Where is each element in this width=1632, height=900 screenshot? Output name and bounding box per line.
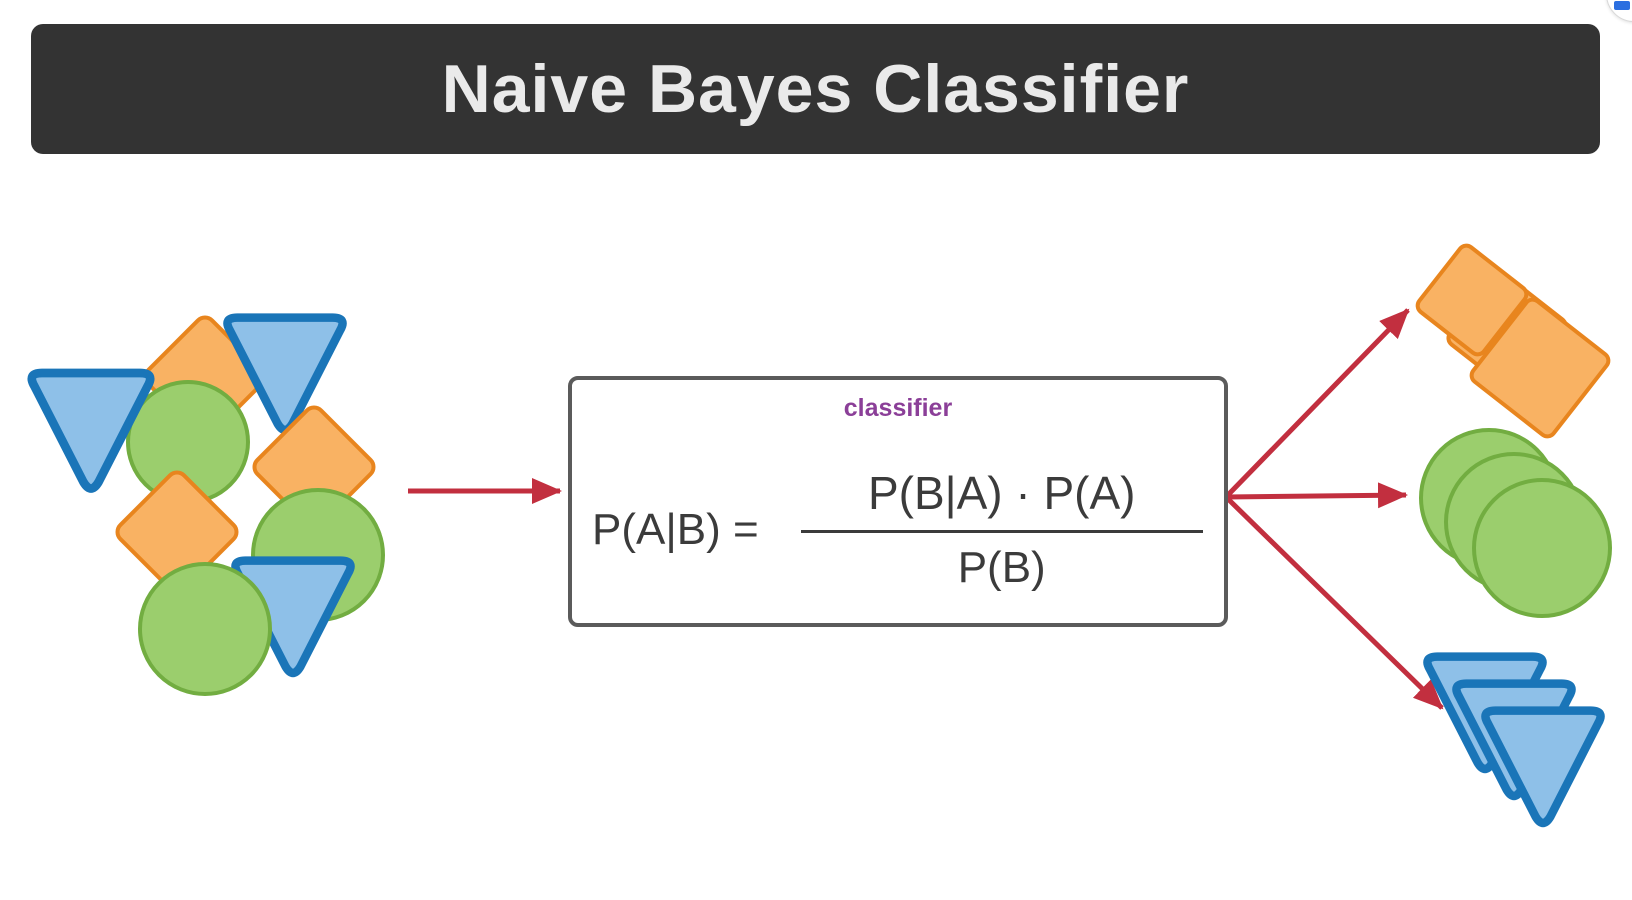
page-title: Naive Bayes Classifier: [441, 51, 1190, 127]
title-bar: Naive Bayes Classifier: [31, 24, 1600, 154]
blue-triangle-icon: [27, 368, 155, 493]
classifier-label: classifier: [843, 394, 953, 422]
arrow-to-circles: [1225, 482, 1408, 509]
bayes-formula: P(A|B) = P(B|A) · P(A) P(B): [592, 466, 1203, 593]
fraction-bar: [800, 530, 1203, 533]
green-circle-icon: [1472, 478, 1612, 618]
formula-denominator: P(B): [957, 543, 1046, 592]
formula-lhs: P(A|B) =: [592, 504, 759, 554]
formula-fraction: P(B|A) · P(A) P(B): [800, 466, 1203, 593]
corner-widget-button[interactable]: [1606, 0, 1632, 22]
blue-triangle-icon: [231, 556, 355, 678]
output-squares-stack: [1394, 226, 1632, 446]
formula-numerator: P(B|A) · P(A): [867, 467, 1136, 519]
corner-widget-icon: [1614, 1, 1630, 10]
green-circle-icon: [138, 562, 272, 696]
output-triangles-stack: [1414, 638, 1624, 858]
arrow-to-squares: [1224, 308, 1410, 499]
output-circles-stack: [1419, 428, 1619, 623]
blue-triangle-icon: [1481, 706, 1605, 828]
classifier-box: classifier P(A|B) = P(B|A) · P(A) P(B): [568, 376, 1228, 627]
arrow-to-triangles: [1224, 495, 1444, 710]
